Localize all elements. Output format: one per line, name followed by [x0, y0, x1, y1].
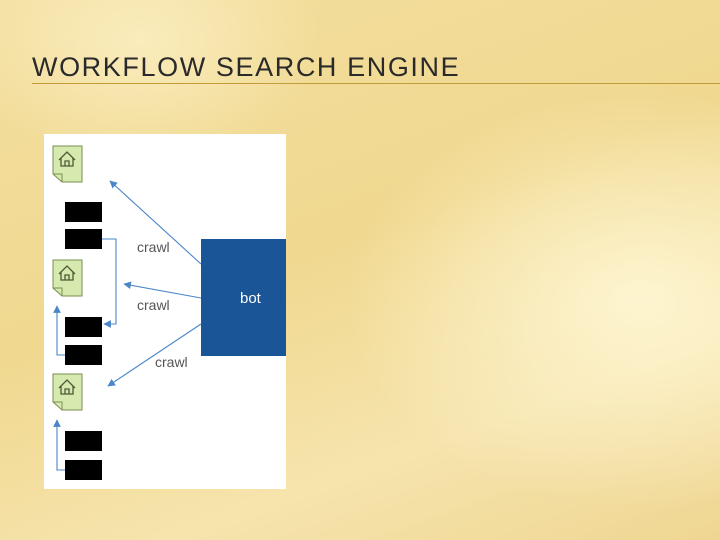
- slide-title: WORKFLOW SEARCH ENGINE: [32, 52, 461, 82]
- bot-label: bot: [240, 290, 262, 307]
- content-block: [65, 431, 102, 451]
- content-block: [65, 229, 102, 249]
- home-page-icon: [52, 145, 83, 183]
- content-block: [65, 317, 102, 337]
- crawl-label: crawl: [155, 354, 188, 370]
- content-block: [65, 202, 102, 222]
- crawler-diagram: bot cra: [44, 134, 286, 489]
- content-block: [65, 345, 102, 365]
- link-arrow: [102, 238, 117, 328]
- crawl-label: crawl: [137, 297, 170, 313]
- link-arrow: [53, 419, 65, 471]
- crawl-label: crawl: [137, 239, 170, 255]
- crawl-arrow: [123, 281, 202, 299]
- crawler-diagram-svg: bot cra: [52, 145, 286, 480]
- crawl-arrow: [107, 323, 202, 387]
- content-block: [65, 460, 102, 480]
- home-page-icon: [52, 259, 83, 297]
- title-underline: [32, 83, 720, 84]
- link-arrow: [53, 305, 65, 356]
- crawl-arrow: [109, 180, 202, 265]
- home-page-icon: [52, 373, 83, 411]
- bot-box: [201, 239, 286, 356]
